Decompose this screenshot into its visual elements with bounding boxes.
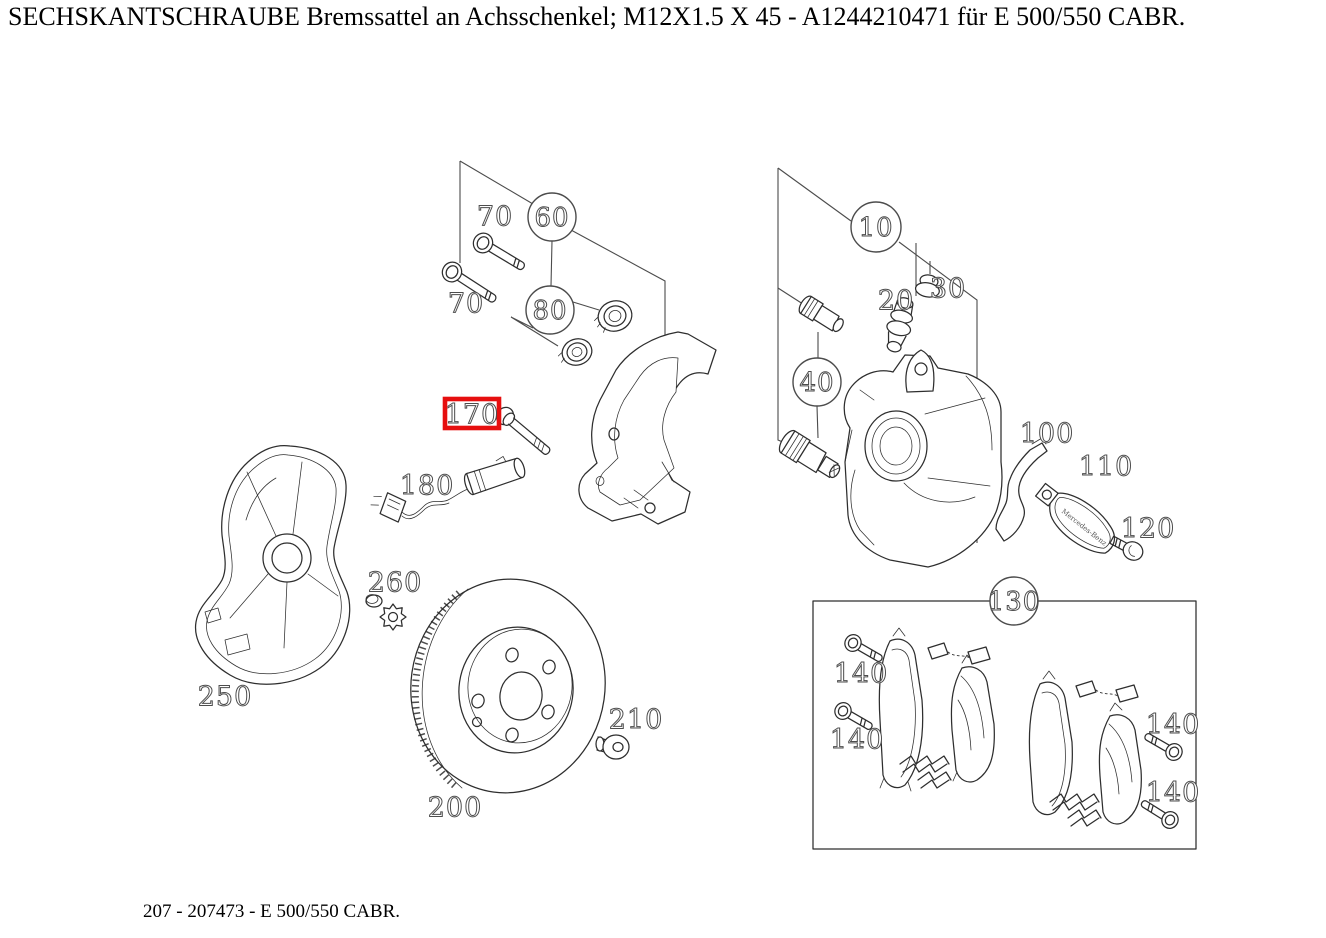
pad-bolt-140-a	[844, 633, 883, 662]
caliper-carrier-bracket	[578, 331, 717, 525]
callout-40[interactable]: 40	[799, 368, 834, 399]
callout-110[interactable]: 110	[1078, 451, 1134, 483]
lug-hole	[541, 704, 555, 720]
callout-120[interactable]: 120	[1120, 513, 1176, 545]
callout-140b[interactable]: 140	[829, 724, 885, 756]
guide-pin-170	[495, 406, 551, 455]
callout-circle-80[interactable]	[525, 285, 575, 335]
leader-40-bottom	[816, 405, 819, 439]
brake-pad-kit-box	[812, 600, 1197, 850]
callout-210[interactable]: 210	[608, 704, 664, 736]
callout-140a[interactable]: 140	[833, 658, 889, 690]
pad-wear-sensor-right	[1075, 680, 1139, 703]
callout-circle-40[interactable]	[792, 357, 842, 407]
callout-70b[interactable]: 70	[447, 288, 484, 320]
callout-70a[interactable]: 70	[476, 201, 513, 233]
brake-caliper	[843, 349, 1003, 568]
callout-140d[interactable]: 140	[1145, 777, 1201, 809]
callout-circle-60[interactable]	[527, 192, 577, 242]
callout-170[interactable]: 170	[444, 399, 500, 431]
lug-hole	[505, 727, 519, 743]
guide-bolt-70-upper	[472, 232, 525, 271]
callout-circle-130[interactable]	[989, 576, 1039, 626]
pad-bolt-140-c	[1144, 733, 1183, 762]
cover-screw-120	[1109, 535, 1144, 561]
callout-130[interactable]: 130	[987, 587, 1041, 618]
page-footer: 207 - 207473 - E 500/550 CABR.	[143, 901, 401, 922]
highlight-box[interactable]	[442, 396, 502, 431]
guide-pin-40-upper	[798, 295, 844, 333]
leader-60	[459, 160, 534, 205]
callout-30[interactable]: 30	[929, 273, 966, 305]
brake-pad-inner-right	[1098, 714, 1142, 825]
brake-pad-inner-left	[950, 666, 995, 783]
lug-hole	[471, 693, 485, 709]
lug-hole	[542, 659, 556, 675]
rotor-set-screw	[365, 594, 407, 631]
pad-spring-clip	[995, 437, 1048, 542]
callouts: 60 80 10 40 130 70 70 20 30 100 110 120 …	[197, 192, 1201, 824]
splash-shield	[194, 444, 351, 685]
guide-pin-40-lower	[778, 429, 841, 479]
leader-60-80	[550, 240, 553, 287]
pad-bolt-140-d	[1140, 800, 1179, 829]
guide-bushing-lower	[557, 338, 593, 366]
bleeder-valve-cap	[914, 274, 940, 298]
highlighted-callout-170[interactable]: 170	[442, 396, 502, 431]
wear-sensor	[370, 456, 526, 523]
hub-screw	[595, 734, 630, 760]
callout-200[interactable]: 200	[427, 792, 483, 824]
callout-60[interactable]: 60	[534, 203, 569, 234]
callout-260[interactable]: 260	[367, 567, 423, 599]
pad-retainer-clips-left	[899, 755, 952, 789]
callout-250[interactable]: 250	[197, 681, 253, 713]
bleeder-screw	[886, 297, 914, 353]
callout-10[interactable]: 10	[858, 213, 893, 244]
leader-10-left	[777, 168, 793, 447]
pad-retainer-clips-right	[1049, 793, 1102, 827]
pad-bolt-140-b	[834, 701, 873, 730]
guide-bolt-70-lower	[441, 261, 497, 303]
leader-10	[777, 167, 852, 222]
brake-rotor	[410, 578, 606, 794]
guide-bushing-upper	[594, 300, 633, 333]
page-title: SECHSKANTSCHRAUBE Bremssattel an Achssch…	[8, 2, 1186, 31]
pad-cover-plate: Mercedes-Benz	[1034, 482, 1116, 554]
callout-circle-10[interactable]	[850, 201, 902, 253]
locating-hole	[471, 716, 483, 728]
leader-80-upper-bushing	[572, 301, 600, 311]
brake-pad-outer-right	[1028, 681, 1073, 816]
lug-hole	[505, 647, 519, 663]
pad-wear-sensor-left	[927, 642, 991, 665]
callout-140c[interactable]: 140	[1145, 709, 1201, 741]
callout-80[interactable]: 80	[532, 296, 567, 327]
callout-180[interactable]: 180	[399, 470, 455, 502]
callout-20[interactable]: 20	[877, 285, 914, 317]
leader-80-lower-bushing	[510, 316, 559, 347]
callout-100[interactable]: 100	[1019, 418, 1075, 450]
